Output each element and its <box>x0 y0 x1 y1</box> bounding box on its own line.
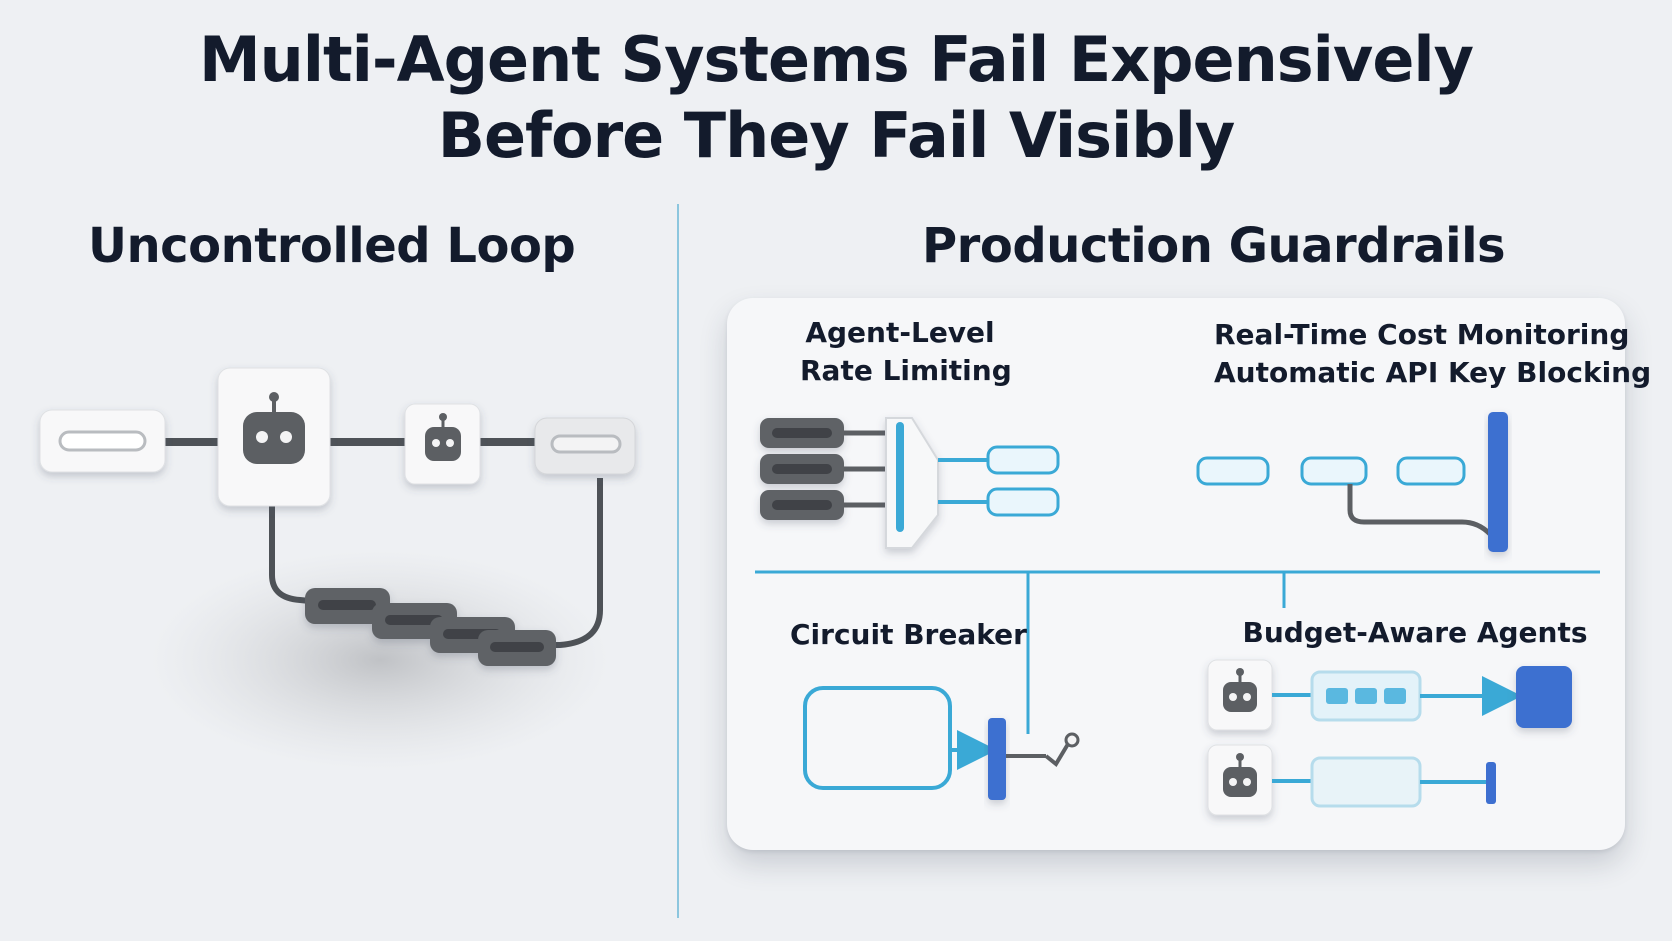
main-title: Multi-Agent Systems Fail Expensively Bef… <box>0 22 1672 174</box>
budget-agents-diagram <box>1207 659 1572 816</box>
uncontrolled-loop-heading: Uncontrolled Loop <box>88 218 576 274</box>
output-block <box>534 417 636 475</box>
robot-icon <box>425 413 461 461</box>
cost-monitoring-label: Real-Time Cost Monitoring Automatic API … <box>1214 316 1652 392</box>
budget-unit <box>1384 688 1406 704</box>
api-call <box>1196 456 1270 486</box>
rate-limiter-diagram <box>760 417 1088 549</box>
guardrails-panel <box>727 298 1625 850</box>
breaker-contact <box>1064 732 1080 748</box>
cost-monitoring-diagram <box>1130 412 1590 552</box>
allowed-request <box>986 487 1060 517</box>
monitor-path <box>1347 484 1496 540</box>
api-call <box>1396 456 1466 486</box>
rate-limiting-line-2: Rate Limiting <box>800 354 1012 387</box>
api-key-block-barrier <box>1488 412 1508 552</box>
loop-return-path <box>545 478 603 648</box>
breaker-loop <box>803 686 952 790</box>
incoming-requests <box>760 418 844 520</box>
section-divider <box>677 204 679 918</box>
cost-monitoring-line-1: Real-Time Cost Monitoring <box>1214 318 1630 351</box>
robot-icon <box>1223 753 1257 797</box>
budget-unit <box>1326 688 1348 704</box>
budget-meter-empty <box>1310 756 1422 808</box>
robot-icon <box>243 392 305 464</box>
breaker-switch <box>1044 742 1070 767</box>
budget-approved-block <box>1516 666 1572 728</box>
budget-unit <box>1355 688 1377 704</box>
rate-limit-gate <box>885 417 939 549</box>
loop-path <box>269 505 321 605</box>
title-line-2: Before They Fail Visibly <box>437 99 1236 172</box>
budget-aware-agents-label: Budget-Aware Agents <box>1242 616 1588 649</box>
breaker-barrier <box>988 718 1006 800</box>
allowed-request <box>986 445 1060 475</box>
loop-shadow <box>150 550 610 770</box>
cost-monitoring-line-2: Automatic API Key Blocking <box>1214 356 1652 389</box>
rate-limiting-line-1: Agent-Level <box>805 316 995 349</box>
uncontrolled-loop-diagram <box>39 367 636 770</box>
rate-limiting-label: Agent-Level Rate Limiting <box>800 314 1012 390</box>
api-call <box>1300 456 1368 486</box>
production-guardrails-heading: Production Guardrails <box>922 218 1506 274</box>
guardrails-diagram <box>750 412 1600 816</box>
runaway-calls <box>305 588 556 666</box>
budget-stop-barrier <box>1486 762 1496 804</box>
input-block <box>39 409 166 473</box>
title-line-1: Multi-Agent Systems Fail Expensively <box>198 23 1474 96</box>
circuit-breaker-label: Circuit Breaker <box>790 618 1027 651</box>
robot-icon <box>1223 668 1257 712</box>
circuit-breaker-diagram <box>750 686 1080 800</box>
